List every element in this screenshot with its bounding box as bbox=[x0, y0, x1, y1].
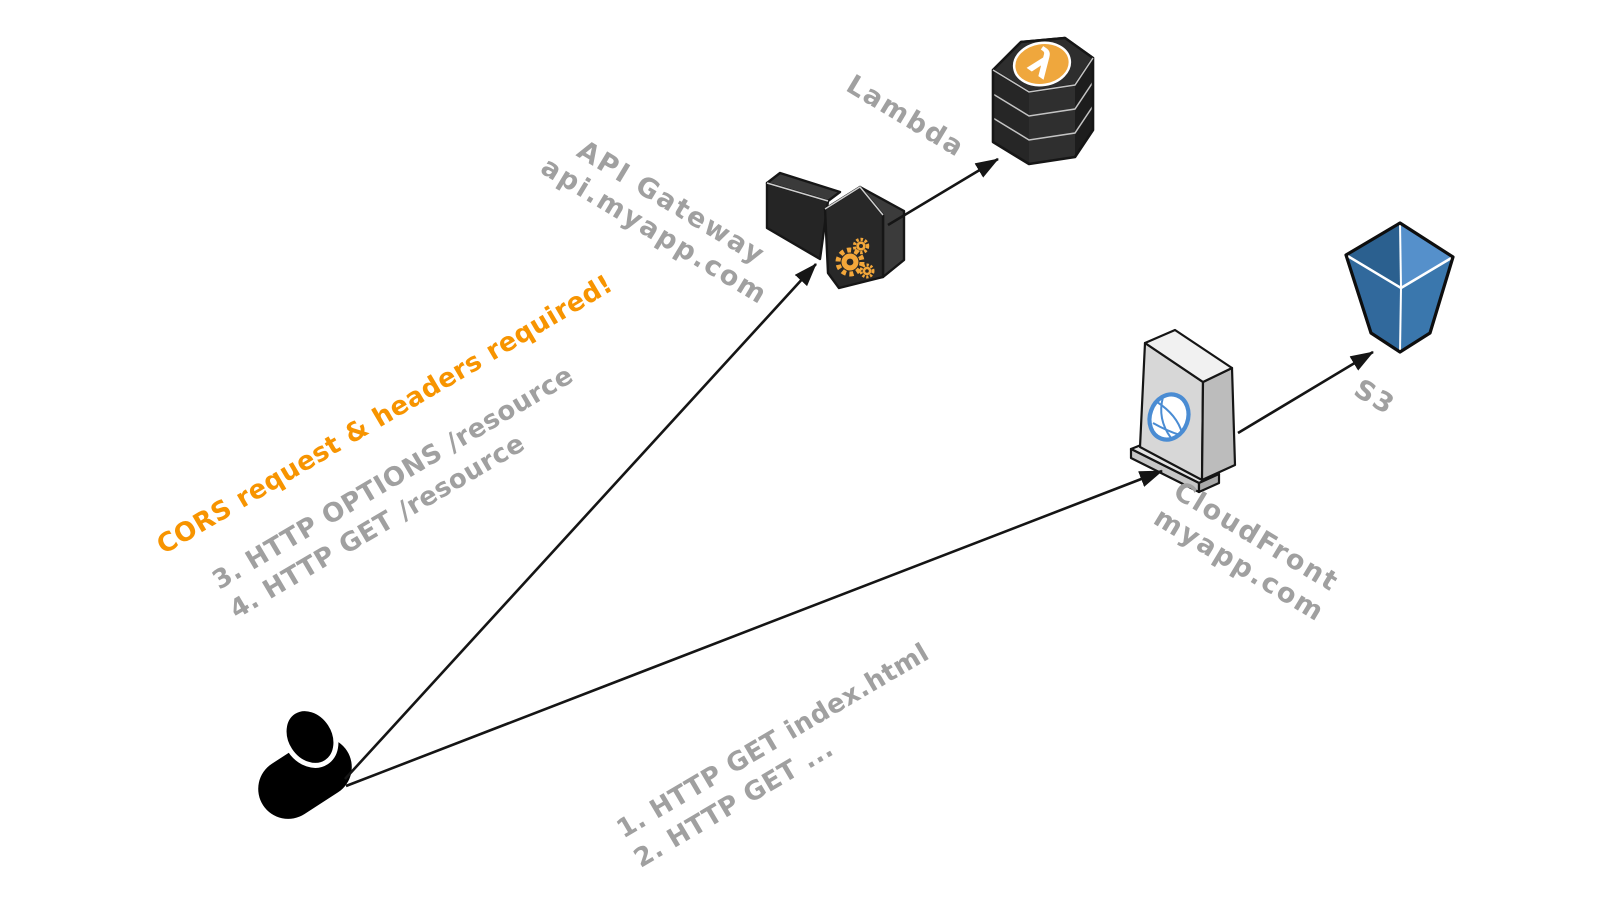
cloudfront-icon-svg bbox=[1129, 328, 1237, 494]
api-gateway-icon bbox=[742, 160, 912, 305]
gateway-right-wedge-edge bbox=[824, 186, 884, 216]
arrow-user-to-api-gateway bbox=[344, 263, 817, 780]
arrow-api-gateway-to-lambda bbox=[887, 157, 999, 227]
user-head bbox=[281, 706, 339, 768]
lambda-badge bbox=[1012, 41, 1072, 87]
cloudfront-icon bbox=[1129, 322, 1245, 498]
arrow-cloudfront-to-s3 bbox=[1237, 350, 1374, 435]
arrow-user-to-cloudfront bbox=[345, 469, 1163, 788]
gears-icon bbox=[835, 237, 875, 279]
s3-icon bbox=[1338, 213, 1463, 361]
lambda-icon: λ bbox=[985, 28, 1097, 170]
lambda-icon-svg: λ bbox=[991, 36, 1095, 166]
api-gateway-icon-svg bbox=[765, 171, 906, 290]
s3-icon-svg bbox=[1344, 221, 1455, 354]
cloudfront-tower bbox=[1129, 328, 1237, 494]
gateway-left-wedge-edge bbox=[766, 182, 829, 202]
user-icon-svg bbox=[258, 706, 352, 819]
s3-bucket bbox=[1344, 221, 1455, 354]
globe-icon bbox=[1147, 392, 1191, 442]
user-icon bbox=[230, 692, 380, 822]
